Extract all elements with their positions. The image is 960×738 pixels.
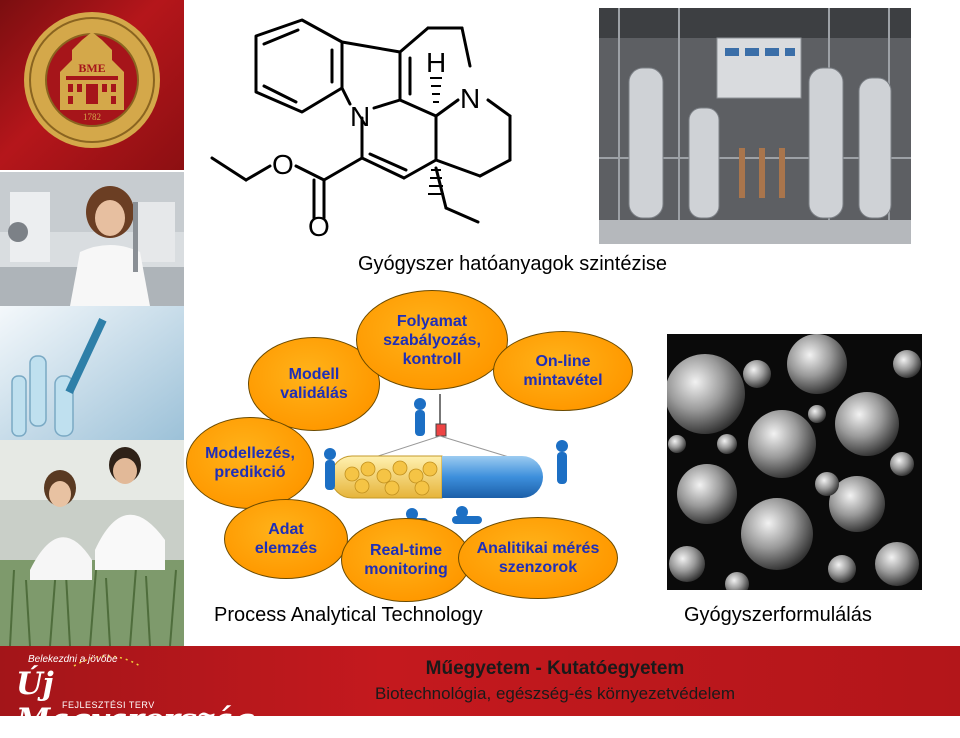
atom-n2: N (460, 83, 480, 114)
uj-magyarorszag-logo: Belekezdni a jövőbe Új Magyarország FEJL… (6, 650, 255, 738)
bme-seal-logo: BME 1782 (24, 12, 160, 148)
footer-subtitle: Biotechnológia, egészség-és környezetvéd… (374, 684, 736, 703)
logo-tagline: Belekezdni a jövőbe (28, 654, 118, 665)
bubble-model-validation: Modell validálás (248, 337, 380, 431)
bubble-online-sampling: On-line mintavétel (493, 331, 633, 411)
caption-synthesis: Gyógyszer hatóanyagok szintézise (358, 253, 668, 275)
bubble-realtime-monitoring: Real-time monitoring (341, 518, 471, 602)
molecule-structure: N N H O O (210, 18, 512, 238)
capsule-illustration (324, 394, 568, 526)
bubble-modeling: Modellezés, predikció (186, 417, 314, 509)
eu-stars-icon (73, 655, 141, 667)
lab-photo-plants (0, 440, 184, 646)
seal-year: 1782 (83, 112, 101, 122)
footer-bar: Belekezdni a jövőbe Új Magyarország FEJL… (0, 646, 960, 738)
bubble-process-control: Folyamat szabályozás, kontroll (356, 290, 508, 390)
atom-h: H (426, 47, 446, 78)
seal-name: BME (78, 61, 105, 75)
lab-photo-pipette (0, 172, 184, 306)
bubble-data-analysis: Adat elemzés (224, 499, 348, 579)
bme-panel: BME 1782 (0, 0, 184, 170)
left-photo-strip: BME 1782 (0, 0, 184, 646)
atom-o2: O (308, 211, 330, 238)
caption-formulation: Gyógyszerformulálás (684, 604, 872, 626)
footer-title: Műegyetem - Kutatóegyetem (425, 658, 685, 679)
caption-pat: Process Analytical Technology (214, 604, 483, 626)
bioreactor-photo (599, 8, 911, 244)
logo-subtext: FEJLESZTÉSI TERV (62, 700, 155, 710)
microsphere-photo (667, 334, 922, 590)
bubble-analytical-measurement: Analitikai mérés szenzorok (458, 517, 618, 599)
lab-photo-test-tubes (0, 306, 184, 440)
atom-n1: N (350, 101, 370, 132)
atom-o1: O (272, 149, 294, 180)
